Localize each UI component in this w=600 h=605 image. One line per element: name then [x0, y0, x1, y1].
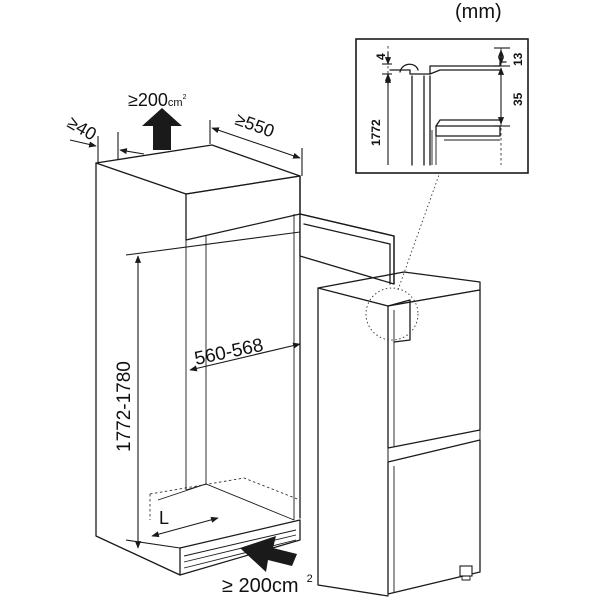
refrigerator [317, 271, 481, 597]
detail-inset [355, 38, 529, 174]
plinth-depth-label: L [159, 508, 169, 528]
depth-clearance-label: ≥40 [64, 112, 100, 144]
vent-top-arrow [142, 108, 182, 150]
dimension-plinth-depth [151, 516, 219, 538]
dimension-niche-height [125, 231, 301, 549]
detail-gap-label: 4 [374, 53, 388, 60]
dimension-niche-width [189, 342, 301, 372]
niche-height-label: 1772-1780 [114, 361, 135, 452]
cabinet-door [299, 213, 395, 285]
cabinet-depth-label: ≥550 [233, 109, 277, 141]
dimension-depth-clearance [69, 132, 145, 162]
vent-bottom-arrow [240, 536, 297, 572]
detail-callout-circle [365, 287, 419, 341]
units-label: (mm) [455, 1, 502, 23]
vent-top-label: ≥200cm2 [128, 90, 187, 110]
detail-height-label: 1772 [369, 119, 383, 146]
niche-width-label: 560-568 [193, 335, 266, 370]
detail-hinge-13-label: 13 [511, 52, 525, 66]
dimension-cabinet-depth [209, 120, 303, 176]
detail-hinge-35-label: 35 [511, 92, 525, 106]
